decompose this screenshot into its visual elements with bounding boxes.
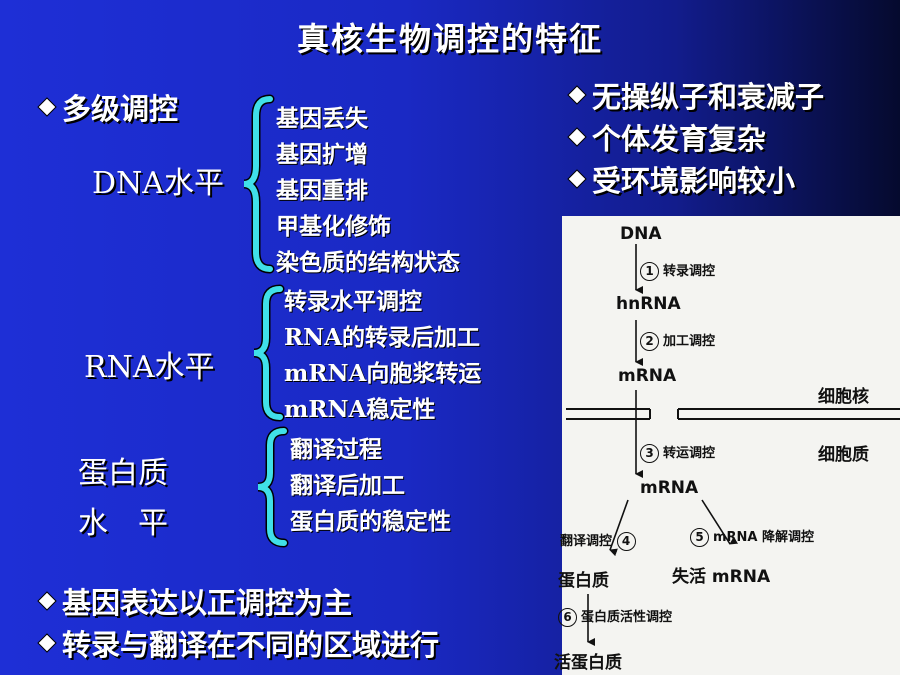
protein-item: 翻译过程	[290, 436, 382, 463]
right-bullet: 个体发育复杂	[567, 116, 767, 158]
arrow-translation	[609, 499, 629, 557]
step-2-label: 2 加工调控	[640, 330, 715, 351]
dna-brace-icon	[243, 94, 275, 274]
bottom-bullet-text: 转录与翻译在不同的区域进行	[62, 628, 440, 662]
slide-title: 真核生物调控的特征	[296, 20, 603, 58]
diamond-bullet-icon	[37, 97, 57, 117]
mrna-cytoplasm-node: mRNA	[640, 478, 699, 498]
step-number-icon: 4	[616, 532, 636, 551]
diamond-bullet-icon	[37, 591, 57, 611]
bullet-multi-level: 多级调控	[37, 86, 179, 128]
protein-node: 蛋白质	[558, 571, 609, 591]
rna-level-list: 转录水平调控 RNA的转录后加工 mRNA向胞浆转运 mRNA稳定性	[284, 284, 481, 428]
nucleus-label: 细胞核	[818, 387, 869, 407]
dna-item: 基因丢失	[276, 105, 368, 132]
dna-node: DNA	[620, 224, 662, 244]
step-3-label: 3 转运调控	[640, 442, 715, 463]
rna-item: RNA的转录后加工	[284, 324, 480, 351]
step-3-text: 转运调控	[663, 446, 716, 461]
diamond-bullet-icon	[567, 169, 587, 189]
step-1-label: 1 转录调控	[640, 260, 715, 281]
step-number-icon: 2	[640, 332, 659, 351]
rna-brace-icon	[253, 284, 285, 422]
dna-item: 基因扩增	[276, 141, 368, 168]
dna-level-label: DNA水平	[92, 166, 224, 201]
step-5-text: mRNA 降解调控	[713, 530, 815, 545]
rna-item: mRNA向胞浆转运	[284, 360, 482, 387]
multi-level-text: 多级调控	[62, 92, 179, 126]
diagram-arrows	[566, 244, 900, 646]
hnrna-node: hnRNA	[616, 294, 681, 314]
dna-level-list: 基因丢失 基因扩增 基因重排 甲基化修饰 染色质的结构状态	[276, 101, 460, 281]
step-2-text: 加工调控	[663, 334, 716, 349]
step-number-icon: 5	[690, 528, 709, 547]
regulation-flow-diagram: DNA 1 转录调控 hnRNA 2 加工调控 mRNA 细胞核 3 转运调控 细胞质…	[554, 216, 900, 675]
rna-level-label: RNA水平	[84, 350, 215, 385]
dna-item: 染色质的结构状态	[276, 249, 460, 276]
right-bullet: 无操纵子和衰减子	[567, 74, 825, 116]
protein-item: 翻译后加工	[290, 472, 405, 499]
right-bullet-text: 无操纵子和衰减子	[592, 80, 825, 114]
dna-item: 基因重排	[276, 177, 368, 204]
protein-brace-icon	[257, 426, 289, 548]
right-bullet-text: 受环境影响较小	[592, 164, 796, 198]
right-bullet-text: 个体发育复杂	[592, 122, 767, 156]
rna-item: mRNA稳定性	[284, 396, 436, 423]
diamond-bullet-icon	[37, 633, 57, 653]
diamond-bullet-icon	[567, 127, 587, 147]
protein-level-label-line1: 蛋白质	[78, 456, 168, 491]
step-5-label: 5 mRNA 降解调控	[690, 526, 814, 547]
active-protein-node: 活蛋白质	[554, 653, 622, 673]
protein-item: 蛋白质的稳定性	[290, 508, 451, 535]
step-number-icon: 1	[640, 262, 659, 281]
step-number-icon: 6	[558, 608, 577, 627]
mrna-nucleus-node: mRNA	[618, 366, 677, 386]
step-6-label: 6 蛋白质活性调控	[558, 606, 672, 627]
dna-item: 甲基化修饰	[276, 213, 391, 240]
rna-item: 转录水平调控	[284, 288, 422, 315]
protein-level-label-line2: 水 平	[78, 506, 168, 541]
step-number-icon: 3	[640, 444, 659, 463]
protein-level-list: 翻译过程 翻译后加工 蛋白质的稳定性	[290, 432, 451, 540]
diamond-bullet-icon	[567, 85, 587, 105]
step-4-text: 翻译调控	[560, 534, 613, 549]
step-4-label: 翻译调控 4	[560, 530, 640, 551]
step-1-text: 转录调控	[663, 264, 716, 279]
arrow-degradation	[701, 499, 739, 545]
bottom-bullet: 转录与翻译在不同的区域进行	[37, 622, 440, 664]
bottom-bullet: 基因表达以正调控为主	[37, 580, 353, 622]
cytoplasm-label: 细胞质	[818, 445, 869, 465]
right-bullet: 受环境影响较小	[567, 158, 796, 200]
bottom-bullet-text: 基因表达以正调控为主	[62, 586, 353, 620]
step-6-text: 蛋白质活性调控	[581, 610, 673, 625]
inactive-mrna-node: 失活 mRNA	[672, 567, 771, 587]
